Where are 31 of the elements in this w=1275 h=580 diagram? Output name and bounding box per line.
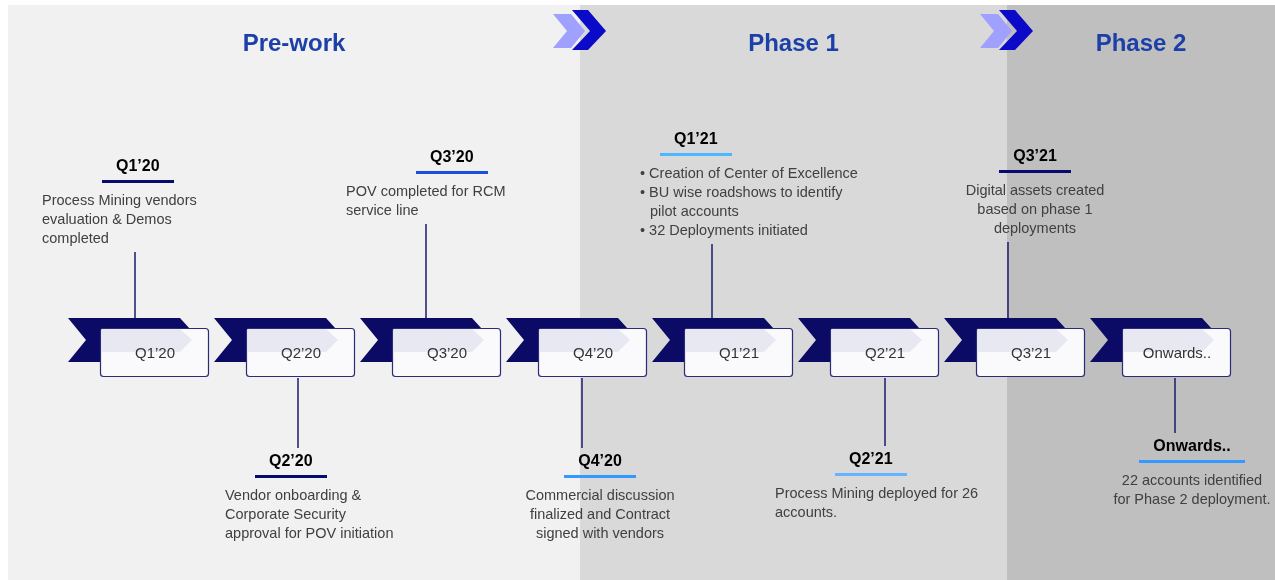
leader-line [581, 377, 583, 449]
milestone-text: Commercial discussion finalized and Contract signed with vendors [524, 486, 676, 543]
chevron-arrow [553, 10, 606, 50]
milestone-text: Process Mining vendors evaluation & Demos completed [42, 191, 198, 248]
leader-line [1007, 241, 1009, 319]
bullet-item: • BU wise roadshows to identify pilot accounts [640, 183, 844, 221]
milestone-text: POV completed for RCM service line [346, 182, 507, 220]
leader-line [884, 377, 886, 447]
quarter-heading: Q3’21 [999, 147, 1071, 173]
chevron-arrow [980, 10, 1033, 50]
quarter-heading: Q3’20 [416, 148, 488, 174]
quarter-heading: Q1’20 [102, 157, 174, 183]
bullet-item: • 32 Deployments initiated [640, 221, 809, 240]
quarter-heading: Q4’20 [564, 452, 636, 478]
phase-title: Pre-work [242, 29, 346, 56]
leader-line [134, 251, 136, 319]
quarter-heading: Q2’21 [835, 450, 907, 476]
leader-line [711, 243, 713, 319]
milestone-text: Vendor onboarding & Corporate Security approval for POV initiation [225, 486, 395, 543]
quarter-heading: Onwards.. [1139, 437, 1245, 463]
phase-title: Phase 2 [1095, 29, 1187, 56]
quarter-heading: Q2’20 [255, 452, 327, 478]
leader-line [1174, 377, 1176, 434]
leader-line [425, 223, 427, 319]
bullet-item: • Creation of Center of Excellence [640, 164, 859, 183]
milestone-text: 22 accounts identified for Phase 2 deployment. [1112, 471, 1272, 509]
milestone-text: Digital assets created based on phase 1 deployments [964, 181, 1106, 238]
quarter-heading: Q1’21 [660, 130, 732, 156]
leader-line [297, 377, 299, 449]
phase-title: Phase 1 [748, 29, 839, 56]
milestone-text: Process Mining deployed for 26 accounts. [775, 484, 980, 522]
